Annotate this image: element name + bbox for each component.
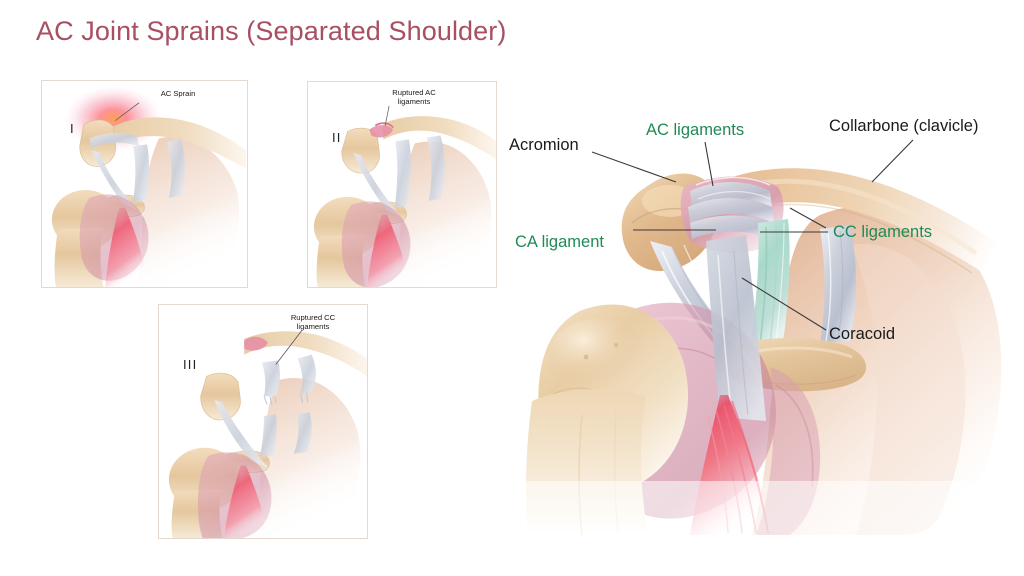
grade-2-callout: Ruptured AC ligaments: [392, 88, 436, 107]
grade-1-illustration: [42, 81, 247, 287]
label-cc-ligaments: CC ligaments: [833, 223, 933, 241]
grade-panel-3: III Ruptured CC ligaments: [158, 304, 368, 539]
label-collarbone: Collarbone (clavicle): [829, 117, 979, 135]
label-acromion: Acromion: [509, 136, 579, 154]
grade-2-numeral: II: [332, 130, 342, 145]
grade-3-callout: Ruptured CC ligaments: [290, 313, 336, 332]
page-title: AC Joint Sprains (Separated Shoulder): [36, 16, 507, 46]
main-anatomy-svg: [520, 95, 1024, 535]
grade-1-callout: AC Sprain: [160, 89, 196, 98]
grade-3-illustration: [159, 305, 367, 538]
grade-2-illustration: [308, 82, 496, 287]
grade-panel-1: I AC Sprain: [41, 80, 248, 288]
label-ac-ligaments: AC ligaments: [646, 121, 745, 139]
grade-1-numeral: I: [70, 121, 75, 136]
label-coracoid: Coracoid: [829, 325, 896, 343]
label-ca-ligament: CA ligament: [515, 233, 604, 251]
grade-panel-2: II Ruptured AC ligaments: [307, 81, 497, 288]
main-shoulder-illustration: [520, 95, 1024, 535]
grade-3-numeral: III: [183, 357, 198, 372]
